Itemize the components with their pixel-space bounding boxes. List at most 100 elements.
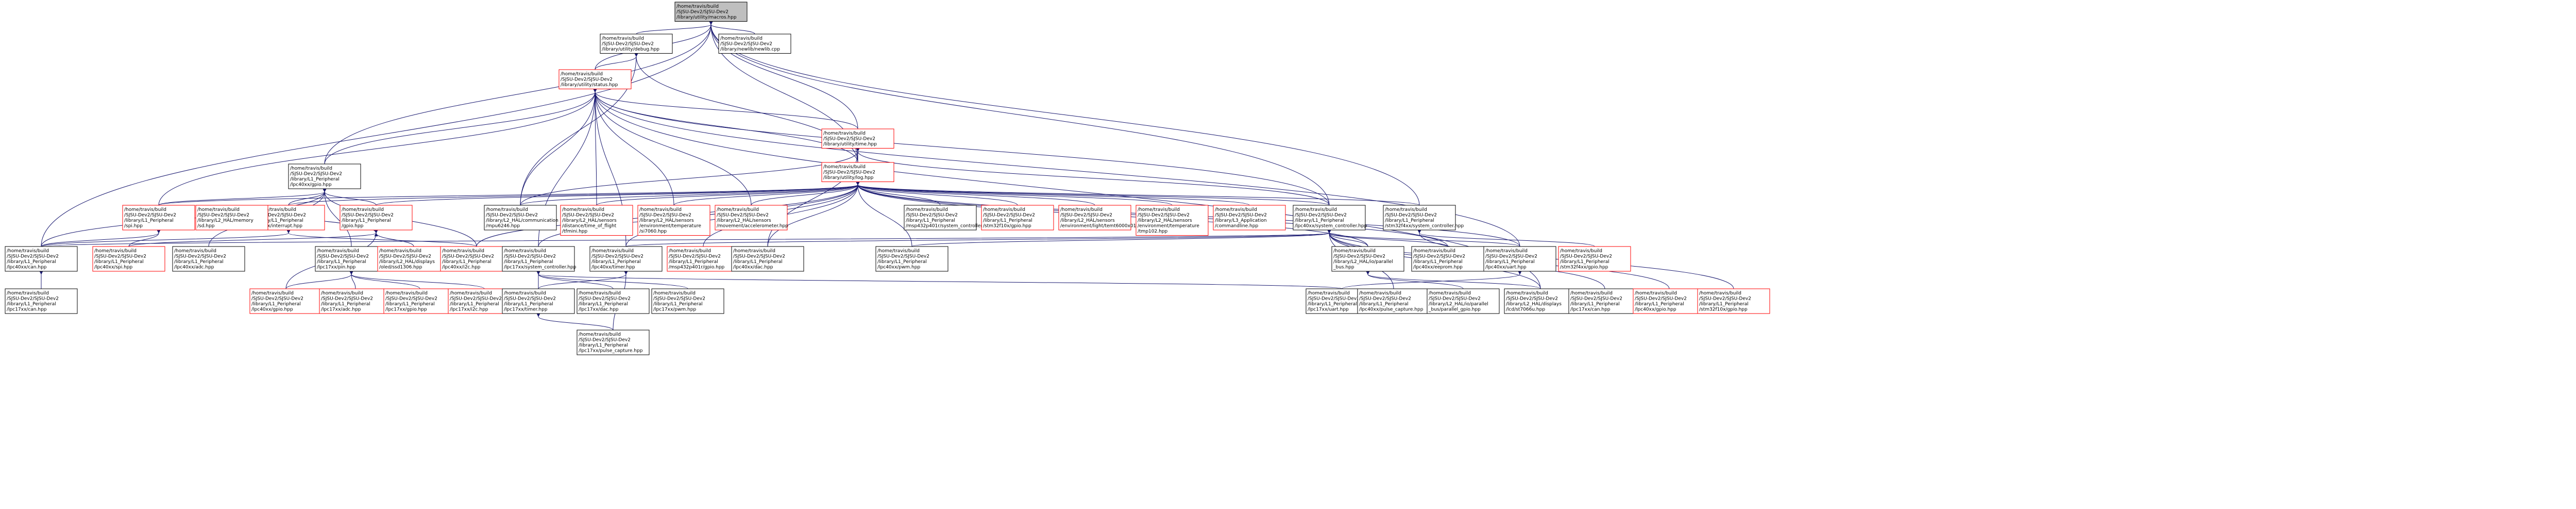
graph-node-lpc40xx_eeprom[interactable]: /home/travis/build/SJSU-Dev2/SJSU-Dev2/l… <box>1411 246 1484 272</box>
graph-node-lpc40xx_gpio2[interactable]: /home/travis/build/SJSU-Dev2/SJSU-Dev2/l… <box>249 288 323 314</box>
node-label-line: /SJSU-Dev2/SJSU-Dev2 <box>877 254 929 259</box>
graph-node-newlib[interactable]: /home/travis/build/SJSU-Dev2/SJSU-Dev2/l… <box>718 34 791 54</box>
edge-lpc17xx_adc-to-lpc17xx_pin <box>349 271 356 289</box>
edge-lpc40xx_can-to-spi <box>41 229 161 247</box>
graph-node-st7066u[interactable]: /home/travis/build/SJSU-Dev2/SJSU-Dev2/l… <box>1504 288 1577 314</box>
graph-node-lpc40xx_can[interactable]: /home/travis/build/SJSU-Dev2/SJSU-Dev2/l… <box>5 246 78 272</box>
node-label-line: /home/travis/build <box>717 207 759 212</box>
graph-node-lpc17xx_dac[interactable]: /home/travis/build/SJSU-Dev2/SJSU-Dev2/l… <box>577 288 650 314</box>
graph-node-lpc40xx_pwm[interactable]: /home/travis/build/SJSU-Dev2/SJSU-Dev2/l… <box>875 246 948 272</box>
graph-node-lpc40xx_dac[interactable]: /home/travis/build/SJSU-Dev2/SJSU-Dev2/l… <box>731 246 804 272</box>
node-label-line: /home/travis/build <box>342 207 384 212</box>
node-label-line: /library/utility/time.hpp <box>823 142 877 147</box>
node-label-line: /library/utility/debug.hpp <box>602 47 659 52</box>
graph-node-gpio[interactable]: /home/travis/build/SJSU-Dev2/SJSU-Dev2/l… <box>340 205 413 231</box>
graph-node-debug[interactable]: /home/travis/build/SJSU-Dev2/SJSU-Dev2/l… <box>600 34 673 54</box>
graph-node-parallel_gpio[interactable]: /home/travis/build/SJSU-Dev2/SJSU-Dev2/l… <box>1427 288 1500 314</box>
node-label-line: /SJSU-Dev2/SJSU-Dev2 <box>1413 254 1465 259</box>
dependency-edge <box>286 229 477 247</box>
graph-node-lpc40xx_i2c[interactable]: /home/travis/build/SJSU-Dev2/SJSU-Dev2/l… <box>440 246 513 272</box>
dependency-edge <box>520 148 860 206</box>
edge-lpc40xx_syscon-to-log <box>856 182 1330 206</box>
edge-si7060-to-log <box>673 182 860 206</box>
node-box <box>1331 246 1404 272</box>
edge-lpc40xx_gpio2-to-lpc17xx_pin <box>285 271 353 289</box>
node-label-line: /home/travis/build <box>1385 207 1427 212</box>
dependency-edge <box>41 229 291 247</box>
node-label-line: /SJSU-Dev2/SJSU-Dev2 <box>1333 254 1385 259</box>
node-label-line: /SJSU-Dev2/SJSU-Dev2 <box>602 42 654 47</box>
node-label-line: /SJSU-Dev2/SJSU-Dev2 <box>733 254 785 259</box>
graph-node-parallel_bus[interactable]: /home/travis/build/SJSU-Dev2/SJSU-Dev2/l… <box>1331 246 1404 272</box>
node-label-line: /home/travis/build <box>579 291 621 296</box>
graph-node-lpc17xx_can[interactable]: /home/travis/build/SJSU-Dev2/SJSU-Dev2/l… <box>5 288 78 314</box>
graph-node-mpu6246[interactable]: /home/travis/build/SJSU-Dev2/SJSU-Dev2/l… <box>484 205 558 231</box>
graph-node-stm32f10x_gpio[interactable]: /home/travis/build/SJSU-Dev2/SJSU-Dev2/l… <box>981 205 1054 231</box>
graph-node-status[interactable]: /home/travis/build/SJSU-Dev2/SJSU-Dev2/l… <box>558 69 632 89</box>
graph-node-lpc40xx_adc[interactable]: /home/travis/build/SJSU-Dev2/SJSU-Dev2/l… <box>172 246 245 272</box>
graph-node-si7060[interactable]: /home/travis/build/SJSU-Dev2/SJSU-Dev2/l… <box>637 205 710 236</box>
graph-node-commandline[interactable]: /home/travis/build/SJSU-Dev2/SJSU-Dev2/l… <box>1213 205 1286 231</box>
graph-node-lpc17xx_can_leaf[interactable]: /home/travis/build/SJSU-Dev2/SJSU-Dev2/l… <box>1568 288 1641 314</box>
node-label-line: /SJSU-Dev2/SJSU-Dev2 <box>1138 213 1190 218</box>
node-label-line: /SJSU-Dev2/SJSU-Dev2 <box>321 297 373 302</box>
node-label-line: /lpc17xx/adc.hpp <box>321 307 361 313</box>
graph-node-lpc40xx_uart[interactable]: /home/travis/build/SJSU-Dev2/SJSU-Dev2/l… <box>1483 246 1556 272</box>
node-label-line: /home/travis/build <box>676 4 719 9</box>
graph-node-tmp102[interactable]: /home/travis/build/SJSU-Dev2/SJSU-Dev2/l… <box>1136 205 1209 236</box>
graph-node-lpc17xx_syscon[interactable]: /home/travis/build/SJSU-Dev2/SJSU-Dev2/l… <box>502 246 577 272</box>
node-label-line: /commandline.hpp <box>1215 224 1258 229</box>
graph-node-pulse_capture17[interactable]: /home/travis/build/SJSU-Dev2/SJSU-Dev2/l… <box>577 330 650 355</box>
graph-node-spi[interactable]: /home/travis/build/SJSU-Dev2/SJSU-Dev2/l… <box>122 205 195 231</box>
graph-node-lpc40xx_timer[interactable]: /home/travis/build/SJSU-Dev2/SJSU-Dev2/l… <box>589 246 663 272</box>
edge-gpio-to-log <box>376 182 860 206</box>
node-box <box>502 288 575 314</box>
node-label-line: /lpc17xx/gpio.hpp <box>385 307 427 313</box>
graph-node-memory_lcd[interactable]: /home/travis/build/SJSU-Dev2/SJSU-Dev2/l… <box>195 205 268 231</box>
graph-node-msp432_gpio[interactable]: /home/travis/build/SJSU-Dev2/SJSU-Dev2/l… <box>667 246 740 272</box>
node-label-line: /SJSU-Dev2/SJSU-Dev2 <box>823 137 875 142</box>
node-label-line: /library/utility/macros.hpp <box>676 15 737 20</box>
graph-node-time[interactable]: /home/travis/build/SJSU-Dev2/SJSU-Dev2/l… <box>821 128 894 149</box>
graph-node-lpc17xx_timer[interactable]: /home/travis/build/SJSU-Dev2/SJSU-Dev2/l… <box>502 288 575 314</box>
graph-node-lpc40xx_spi[interactable]: /home/travis/build/SJSU-Dev2/SJSU-Dev2/l… <box>92 246 165 272</box>
graph-node-lpc40xx_gpio_leaf[interactable]: /home/travis/build/SJSU-Dev2/SJSU-Dev2/l… <box>1633 288 1706 314</box>
dependency-edge <box>751 182 860 206</box>
dependency-edge <box>1366 271 1541 289</box>
edge-status-to-debug <box>595 53 638 70</box>
node-label-line: /SJSU-Dev2/SJSU-Dev2 <box>1560 254 1612 259</box>
graph-node-flight_sensor[interactable]: /home/travis/build/SJSU-Dev2/SJSU-Dev2/l… <box>560 205 633 236</box>
node-label-line: /library/L2_HAL/io/parallel <box>1333 259 1393 265</box>
graph-node-lpc17xx_pwm[interactable]: /home/travis/build/SJSU-Dev2/SJSU-Dev2/l… <box>651 288 724 314</box>
dependency-edge <box>323 188 377 206</box>
graph-node-log[interactable]: /home/travis/build/SJSU-Dev2/SJSU-Dev2/l… <box>821 162 894 182</box>
graph-node-lpc17xx_gpio[interactable]: /home/travis/build/SJSU-Dev2/SJSU-Dev2/l… <box>383 288 456 314</box>
graph-node-accelerometer[interactable]: /home/travis/build/SJSU-Dev2/SJSU-Dev2/l… <box>715 205 788 231</box>
dependency-edge <box>593 89 674 206</box>
node-box <box>718 34 791 54</box>
node-label-line: /home/travis/build <box>7 291 49 296</box>
graph-node-lpc40xx_syscon[interactable]: /home/travis/build/SJSU-Dev2/SJSU-Dev2/l… <box>1293 205 1367 231</box>
graph-node-lpc17xx_adc[interactable]: /home/travis/build/SJSU-Dev2/SJSU-Dev2/l… <box>319 288 392 314</box>
node-label-line: /mpu6246.hpp <box>486 224 520 229</box>
graph-node-macros[interactable]: /home/travis/build/SJSU-Dev2/SJSU-Dev2/l… <box>674 2 748 22</box>
graph-node-lpc17xx_pin[interactable]: /home/travis/build/SJSU-Dev2/SJSU-Dev2/l… <box>315 246 388 272</box>
node-label-line: /library/newlib/newlib.cpp <box>720 47 780 52</box>
node-label-line: /home/travis/build <box>591 249 634 254</box>
node-label-line: /lpc40xx/eeprom.hpp <box>1413 265 1463 270</box>
graph-node-temt6000[interactable]: /home/travis/build/SJSU-Dev2/SJSU-Dev2/l… <box>1058 205 1147 231</box>
graph-node-stm32f4xx_syscon[interactable]: /home/travis/build/SJSU-Dev2/SJSU-Dev2/l… <box>1383 205 1464 231</box>
node-label-line: /library/L1_Peripheral <box>1295 218 1344 223</box>
graph-node-stm32f4xx_gpio[interactable]: /home/travis/build/SJSU-Dev2/SJSU-Dev2/l… <box>1558 246 1631 272</box>
graph-node-stm32f10x_gpio2[interactable]: /home/travis/build/SJSU-Dev2/SJSU-Dev2/l… <box>1697 288 1770 314</box>
graph-node-pulse_capture40[interactable]: /home/travis/build/SJSU-Dev2/SJSU-Dev2/l… <box>1357 288 1430 314</box>
graph-node-ssd1306[interactable]: /home/travis/build/SJSU-Dev2/SJSU-Dev2/l… <box>377 246 450 272</box>
node-label-line: /home/travis/build <box>983 207 1025 212</box>
node-label-line: /library/L2_HAL/displays <box>379 259 435 265</box>
node-label-line: /si7060.hpp <box>639 229 667 234</box>
node-label-line: /SJSU-Dev2/SJSU-Dev2 <box>669 254 721 259</box>
node-box <box>377 246 450 272</box>
node-label-line: /environment/temperature <box>639 224 701 229</box>
graph-node-msp432_syscon[interactable]: /home/travis/build/SJSU-Dev2/SJSU-Dev2/l… <box>904 205 992 231</box>
graph-node-lpc40xx_gpio[interactable]: /home/travis/build/SJSU-Dev2/SJSU-Dev2/l… <box>288 163 361 189</box>
